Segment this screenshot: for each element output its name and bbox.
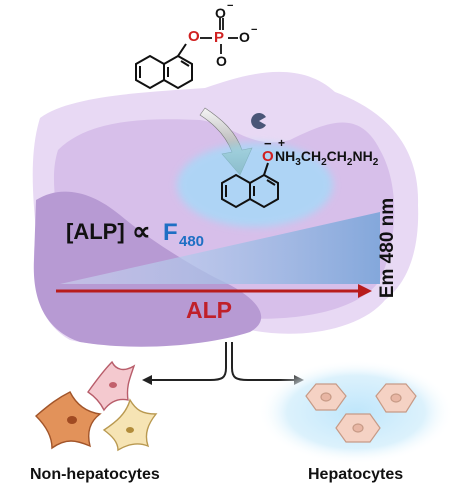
enzyme-icon	[251, 112, 266, 129]
fibroblast-cell-yellow	[102, 398, 158, 452]
proportional-symbol: ∝	[132, 216, 151, 246]
phosphorus-label: P	[214, 29, 225, 46]
substrate-naphthalene	[135, 43, 193, 90]
equation-alp-label: [ALP]	[66, 219, 125, 244]
phosphate-oxygen-lower: O	[216, 53, 227, 69]
product-charge-plus: +	[278, 136, 286, 150]
equation-f-label: F	[163, 219, 178, 246]
hepatocyte-cells	[305, 383, 417, 443]
intensity-wedge	[60, 212, 380, 284]
alp-axis-label: ALP	[186, 297, 232, 323]
hepatocytes-label: Hepatocytes	[308, 466, 404, 483]
product-glow	[177, 143, 333, 227]
phosphate-bonds	[200, 18, 238, 54]
product-amine-label: NH3CH2CH2NH2	[275, 148, 379, 168]
non-hepatocyte-cells	[34, 360, 158, 452]
branch-arrows	[150, 342, 296, 381]
non-hepatocytes-label: Non-hepatocytes	[30, 466, 160, 483]
phosphate-minus-right: −	[251, 24, 258, 36]
left-branch-arrowhead	[142, 375, 152, 385]
hepatocyte-glow	[258, 360, 454, 464]
emission-axis-label: Em 480 nm	[377, 197, 398, 299]
equation-f-subscript: 480	[179, 233, 205, 250]
phosphate-oxygen-right: O	[239, 29, 250, 45]
phosphate-minus-upper: −	[227, 0, 234, 12]
substrate-oxygen-label: O	[188, 28, 200, 45]
product-oxygen-label: O	[262, 148, 274, 165]
phosphate-oxygen-upper: O	[215, 5, 226, 21]
product-charge-minus: −	[264, 136, 272, 151]
alp-axis-arrowhead	[358, 284, 372, 298]
product-naphthalene	[221, 162, 279, 209]
